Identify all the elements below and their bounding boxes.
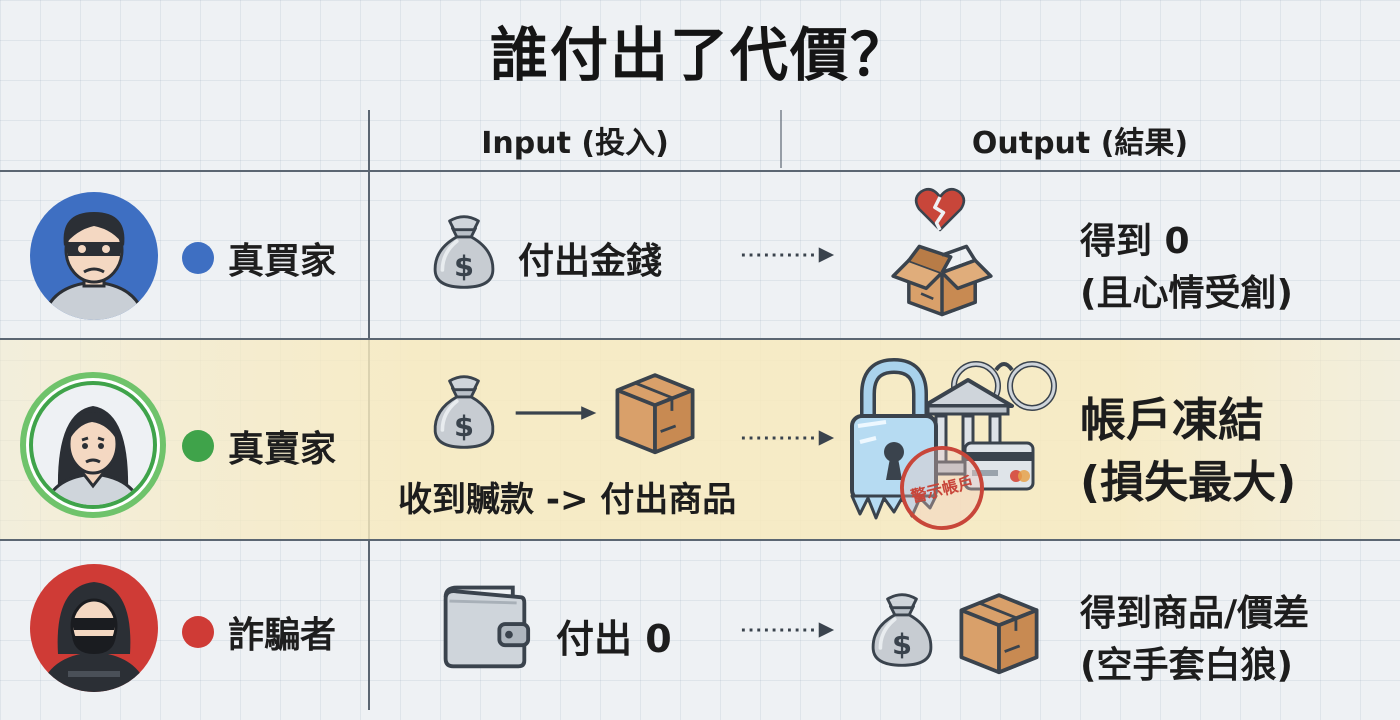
- package-icon: [952, 582, 1046, 676]
- arrow-right-icon: [514, 404, 598, 422]
- empty-wallet-icon: [436, 576, 532, 676]
- role-buyer: 真買家: [182, 232, 336, 284]
- input-column-header: Input (投入): [481, 126, 669, 161]
- credit-card-icon: [963, 441, 1035, 491]
- buyer-input-text: 付出金錢: [518, 241, 663, 282]
- output-column-header: Output (結果): [971, 126, 1189, 161]
- scammer-avatar: [28, 562, 160, 698]
- buyer-output-line1: 得到 0: [1080, 221, 1190, 262]
- role-label: 真賣家: [228, 429, 337, 470]
- seller-output-line2: (損失最大): [1080, 457, 1297, 508]
- dotted-arrow-icon: [740, 620, 836, 640]
- seller-output-line1: 帳戶凍結: [1080, 393, 1264, 447]
- role-label: 真買家: [228, 241, 337, 282]
- scammer-output-line2: (空手套白狼): [1080, 645, 1293, 686]
- seller-row-highlight: [0, 340, 1400, 540]
- stamp-text: 警示帳戶: [909, 472, 976, 507]
- role-seller: 真賣家: [182, 420, 336, 472]
- empty-box-icon: [884, 222, 1000, 318]
- buyer-output-line2: (且心情受創): [1080, 273, 1293, 314]
- seller-avatar: [20, 372, 166, 522]
- header-divider: [0, 170, 1400, 172]
- scammer-output-line1: 得到商品/價差: [1080, 593, 1310, 634]
- money-bag-icon: [428, 366, 500, 458]
- money-bag-icon: [866, 584, 938, 676]
- dotted-arrow-icon: [740, 428, 836, 448]
- column-divider-right: [780, 110, 782, 168]
- buyer-avatar: [28, 190, 160, 326]
- money-bag-icon: [428, 206, 500, 298]
- seller-input-text: 收到贓款 -> 付出商品: [398, 480, 737, 520]
- buyer-dot: [182, 242, 214, 274]
- frozen-padlock-icon: [850, 358, 938, 520]
- seller-dot: [182, 430, 214, 462]
- role-scammer: 詐騙者: [182, 606, 336, 658]
- row-divider-2: [0, 539, 1400, 541]
- scammer-dot: [182, 616, 214, 648]
- dotted-arrow-icon: [740, 245, 836, 265]
- scammer-input-text: 付出 0: [556, 617, 672, 661]
- package-icon: [608, 362, 702, 456]
- page-title: 誰付出了代價？: [489, 21, 910, 89]
- role-label: 詐騙者: [228, 615, 337, 656]
- row-divider-1: [0, 338, 1400, 340]
